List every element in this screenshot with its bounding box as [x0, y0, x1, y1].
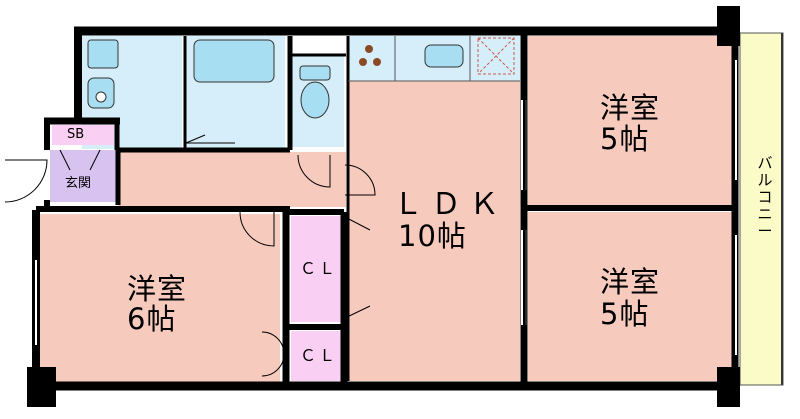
front-door	[4, 159, 48, 203]
wall-column	[27, 367, 56, 407]
ldk-room	[348, 81, 520, 381]
hallway	[118, 152, 346, 207]
balcony-label-char: ル	[757, 171, 773, 189]
ldk-size: 10帖	[398, 219, 467, 253]
balcony-label-char: ニ	[757, 205, 773, 223]
balcony-label-char: コ	[757, 188, 773, 206]
shoe-box	[52, 125, 114, 145]
western-room-left-size: 6帖	[127, 302, 177, 336]
wall-column	[717, 6, 740, 46]
balcony-label-char: ー	[757, 222, 773, 240]
toilet-tank-icon	[299, 65, 331, 81]
refrigerator-space-icon	[477, 37, 515, 75]
balcony	[739, 32, 784, 386]
western-room-left-door	[239, 211, 275, 247]
toilet-door	[297, 154, 331, 188]
western-room-lower-right-size: 5帖	[600, 297, 650, 331]
balcony-label: バルコニー	[754, 155, 776, 240]
washing-machine-icon	[87, 39, 119, 69]
kitchen-sink-icon	[424, 44, 464, 68]
wall-column	[717, 367, 740, 407]
ldk-label: ＬＤＫ	[393, 187, 507, 222]
toilet-bowl-icon	[300, 81, 330, 119]
western-room-left	[40, 214, 280, 382]
western-room-left-label: 洋室	[127, 272, 188, 306]
closet-lower	[291, 331, 341, 381]
bathtub-icon	[193, 39, 275, 83]
balcony-label-char: バ	[757, 154, 773, 172]
closet-upper	[291, 216, 341, 322]
closet-lower-door	[261, 331, 285, 377]
entrance-area	[50, 150, 116, 202]
western-room-lower-right-label: 洋室	[600, 265, 661, 299]
western-room-upper-right	[528, 36, 735, 205]
closet-lower-label: ＣＬ	[300, 346, 339, 365]
western-room-upper-right-label: 洋室	[600, 91, 661, 125]
stove-burner-icon	[365, 45, 373, 53]
shoe-box-label: SB	[67, 127, 85, 142]
closet-upper-label: ＣＬ	[300, 259, 339, 278]
ldk-door	[344, 164, 376, 196]
entrance-label: 玄関	[65, 176, 92, 191]
stove-burner-icon	[373, 58, 381, 66]
western-room-upper-right-size: 5帖	[600, 122, 650, 156]
stove-burner-icon	[359, 58, 367, 66]
western-room-lower-right	[528, 212, 735, 381]
